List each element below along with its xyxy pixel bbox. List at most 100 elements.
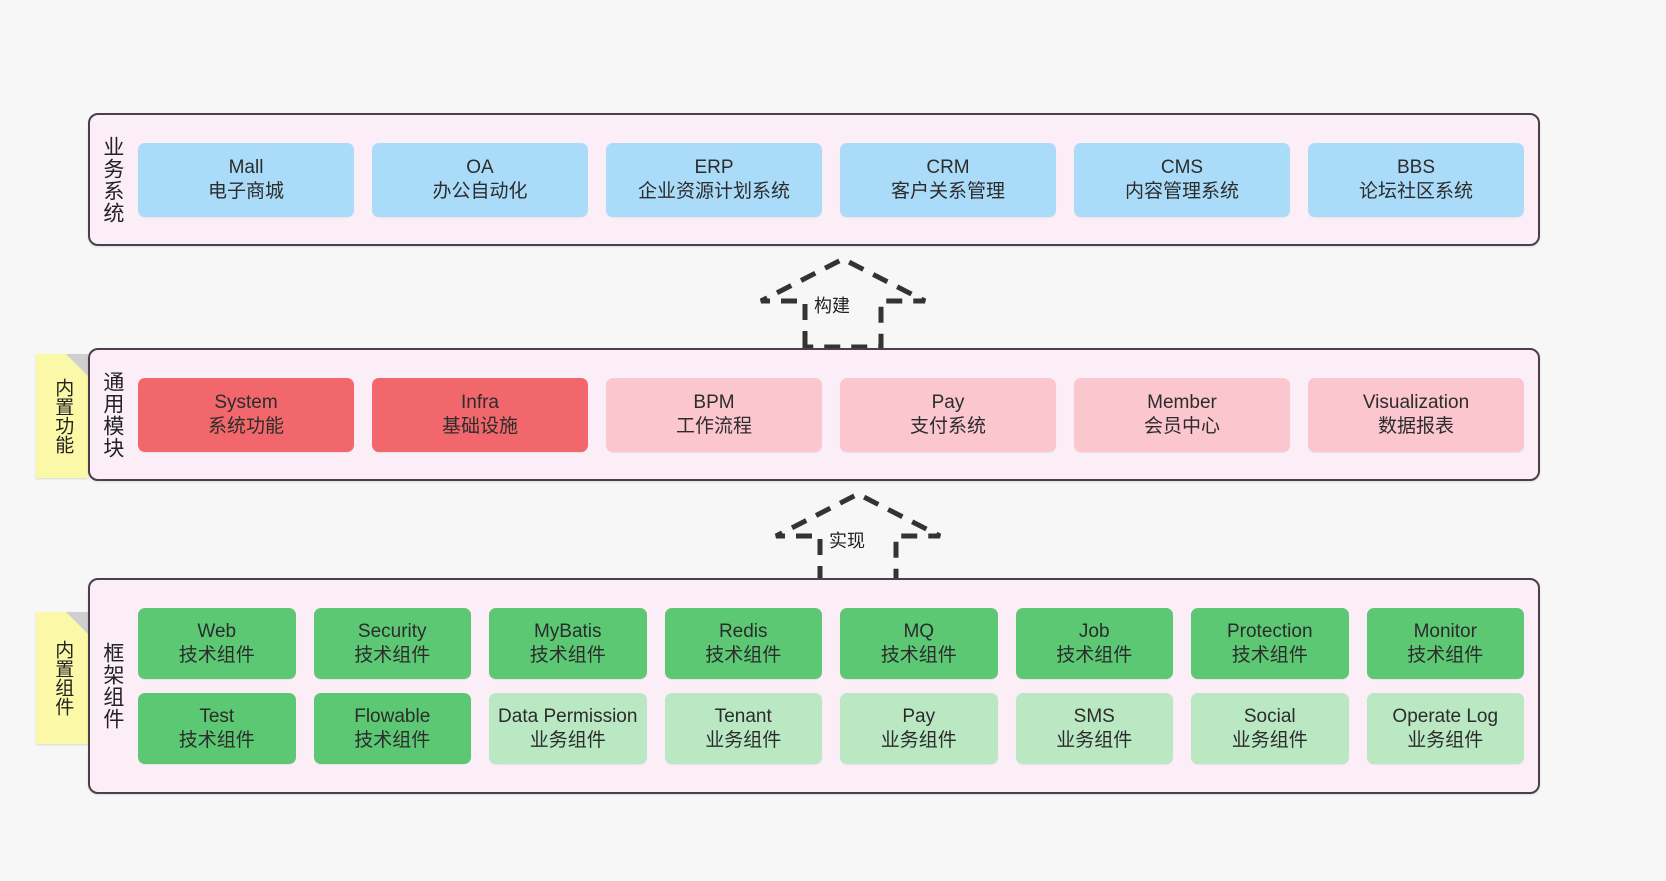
card-subtitle: 数据报表 [1377,415,1454,437]
card-title: Operate Log [1392,705,1499,727]
card-title: Pay [931,391,965,413]
card-subtitle: 支付系统 [909,415,986,437]
card-title: OA [466,156,494,178]
card-mq[interactable]: MQ 技术组件 [840,608,998,679]
card-crm[interactable]: CRM 客户关系管理 [840,142,1056,217]
card-oa[interactable]: OA 办公自动化 [372,142,588,217]
card-erp[interactable]: ERP 企业资源计划系统 [606,142,822,217]
layer-framework-body: Web 技术组件 Security 技术组件 MyBatis 技术组件 Redi… [134,580,1538,792]
card-title: Job [1078,620,1110,642]
card-title: MyBatis [533,620,602,642]
card-subtitle: 业务组件 [705,729,782,751]
card-bbs[interactable]: BBS 论坛社区系统 [1308,142,1524,217]
card-subtitle: 技术组件 [1056,644,1133,666]
card-title: Pay [902,705,936,727]
card-title: Visualization [1362,391,1470,413]
sticky-fold-corner-icon [66,612,88,634]
card-subtitle: 技术组件 [178,644,255,666]
card-subtitle: 业务组件 [529,729,606,751]
card-member[interactable]: Member 会员中心 [1074,377,1290,452]
card-subtitle: 基础设施 [441,415,518,437]
card-subtitle: 技术组件 [1407,644,1484,666]
card-pay-component[interactable]: Pay 业务组件 [840,693,998,764]
card-tenant[interactable]: Tenant 业务组件 [664,693,822,764]
card-title: Security [357,620,427,642]
card-subtitle: 技术组件 [354,644,431,666]
arrow-build-label: 构建 [814,296,850,316]
framework-tech-row: Web 技术组件 Security 技术组件 MyBatis 技术组件 Redi… [138,608,1524,679]
card-title: BPM [693,391,735,413]
card-title: Data Permission [498,705,638,727]
card-title: Redis [718,620,768,642]
card-subtitle: 技术组件 [354,729,431,751]
card-data-permission[interactable]: Data Permission 业务组件 [489,693,647,764]
card-title: Mall [228,156,264,178]
card-mybatis[interactable]: MyBatis 技术组件 [489,608,647,679]
card-mall[interactable]: Mall 电子商城 [138,142,354,217]
layer-business-body: Mall 电子商城 OA 办公自动化 ERP 企业资源计划系统 CRM 客户关系… [134,115,1538,244]
layer-business-title: 业务系统 [100,135,124,224]
card-infra[interactable]: Infra 基础设施 [372,377,588,452]
card-pay[interactable]: Pay 支付系统 [840,377,1056,452]
card-system[interactable]: System 系统功能 [138,377,354,452]
arrow-implement-shape [774,491,942,585]
layer-common-modules: 通用模块 System 系统功能 Infra 基础设施 BPM 工作流程 Pay… [88,348,1540,481]
layer-business-systems: 业务系统 Mall 电子商城 OA 办公自动化 ERP 企业资源计划系统 CRM… [88,113,1540,246]
card-subtitle: 内容管理系统 [1124,180,1239,202]
card-security[interactable]: Security 技术组件 [313,608,471,679]
card-subtitle: 工作流程 [675,415,752,437]
card-title: Test [199,705,235,727]
card-redis[interactable]: Redis 技术组件 [664,608,822,679]
card-monitor[interactable]: Monitor 技术组件 [1366,608,1524,679]
card-subtitle: 技术组件 [880,644,957,666]
card-bpm[interactable]: BPM 工作流程 [606,377,822,452]
card-test[interactable]: Test 技术组件 [138,693,296,764]
sticky-label: 内置功能 [52,378,74,454]
card-subtitle: 技术组件 [1231,644,1308,666]
card-subtitle: 业务组件 [1231,729,1308,751]
card-title: SMS [1073,705,1115,727]
card-subtitle: 办公自动化 [432,180,528,202]
card-title: Monitor [1413,620,1477,642]
card-flowable[interactable]: Flowable 技术组件 [313,693,471,764]
card-title: CRM [926,156,970,178]
card-title: ERP [694,156,734,178]
sticky-note-builtin-components: 内置组件 [36,612,88,744]
card-subtitle: 技术组件 [529,644,606,666]
layer-framework-title: 框架组件 [100,642,124,730]
card-subtitle: 业务组件 [1056,729,1133,751]
arrow-build-shape [759,256,927,350]
card-social[interactable]: Social 业务组件 [1191,693,1349,764]
sticky-note-builtin-functions: 内置功能 [36,354,88,478]
business-card-row: Mall 电子商城 OA 办公自动化 ERP 企业资源计划系统 CRM 客户关系… [138,142,1524,217]
card-job[interactable]: Job 技术组件 [1015,608,1173,679]
card-subtitle: 电子商城 [207,180,284,202]
layer-modules-body: System 系统功能 Infra 基础设施 BPM 工作流程 Pay 支付系统… [134,350,1538,479]
card-title: System [214,391,278,413]
arrow-implement-label: 实现 [829,531,865,551]
card-title: CMS [1160,156,1204,178]
card-operate-log[interactable]: Operate Log 业务组件 [1366,693,1524,764]
card-subtitle: 论坛社区系统 [1358,180,1473,202]
card-title: Tenant [714,705,772,727]
card-sms[interactable]: SMS 业务组件 [1015,693,1173,764]
card-subtitle: 会员中心 [1143,415,1220,437]
sticky-label: 内置组件 [52,640,74,716]
card-title: Flowable [354,705,431,727]
card-protection[interactable]: Protection 技术组件 [1191,608,1349,679]
card-subtitle: 业务组件 [1407,729,1484,751]
card-subtitle: 技术组件 [178,729,255,751]
card-subtitle: 系统功能 [207,415,284,437]
sticky-fold-corner-icon [66,354,88,376]
card-cms[interactable]: CMS 内容管理系统 [1074,142,1290,217]
card-title: Web [197,620,237,642]
card-subtitle: 企业资源计划系统 [637,180,790,202]
card-title: Protection [1226,620,1313,642]
framework-biz-row: Test 技术组件 Flowable 技术组件 Data Permission … [138,693,1524,764]
modules-card-row: System 系统功能 Infra 基础设施 BPM 工作流程 Pay 支付系统… [138,377,1524,452]
card-visualization[interactable]: Visualization 数据报表 [1308,377,1524,452]
card-web[interactable]: Web 技术组件 [138,608,296,679]
card-title: Member [1147,391,1217,413]
card-subtitle: 客户关系管理 [890,180,1005,202]
